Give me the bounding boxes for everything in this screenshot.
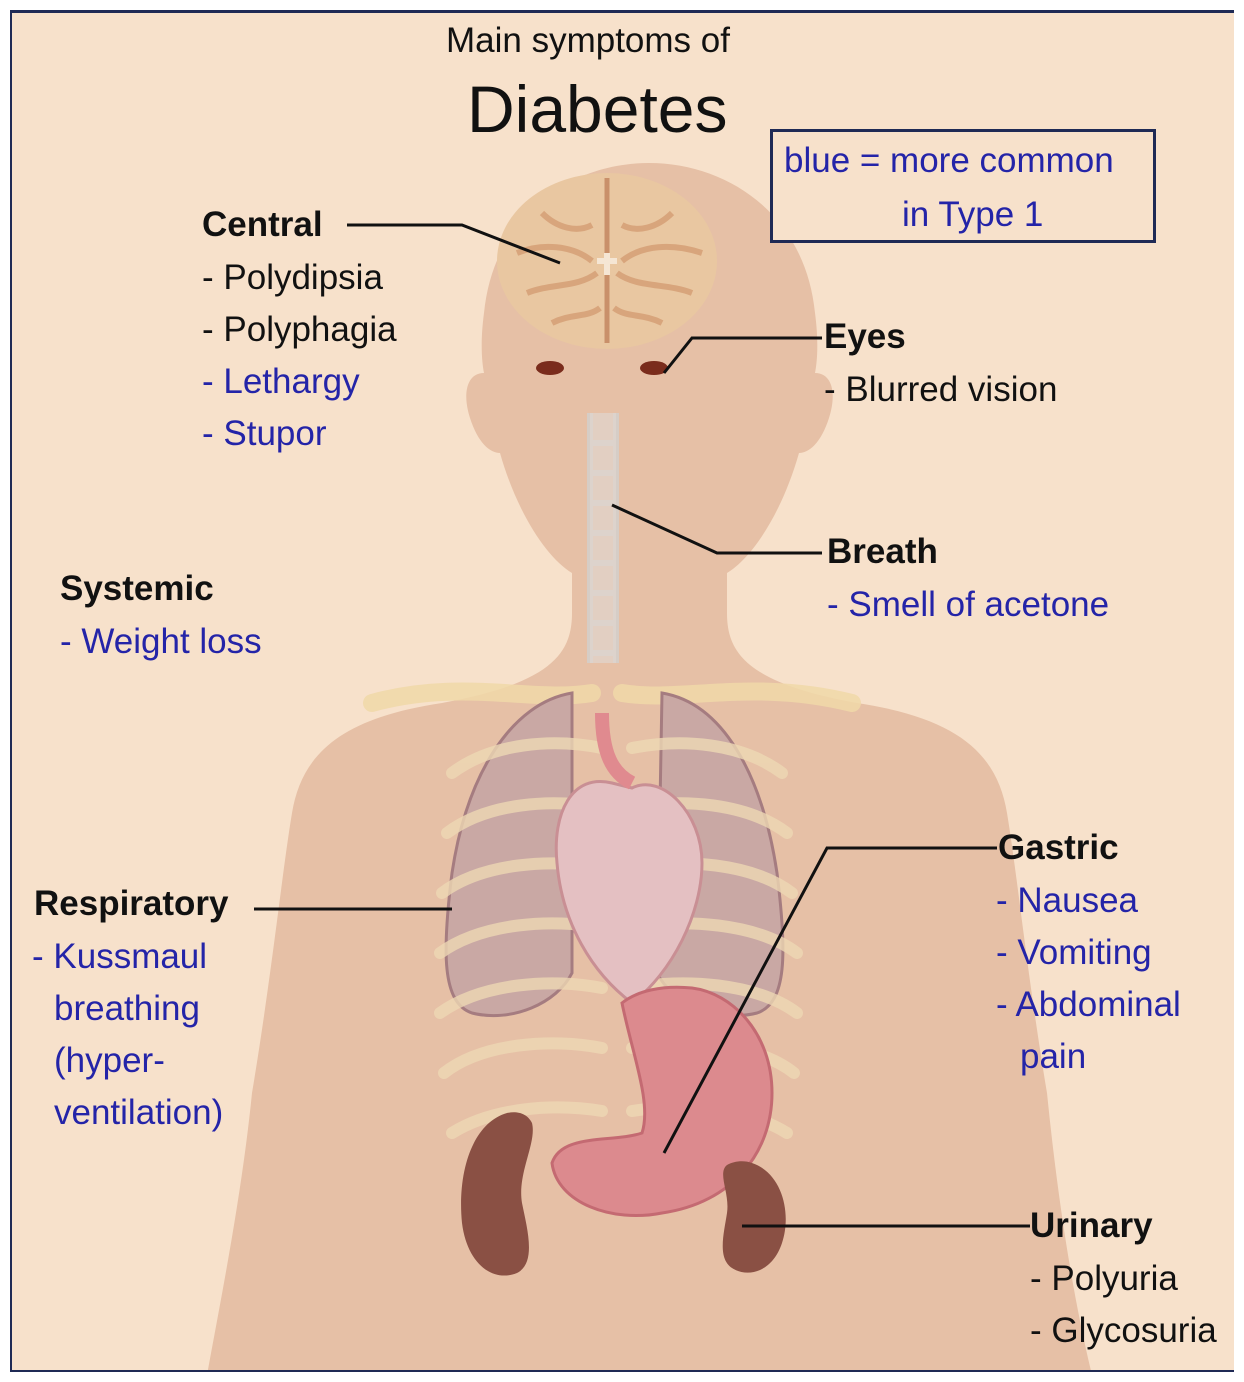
eyes-heading: Eyes xyxy=(824,317,906,357)
eyes-list: - Blurred vision xyxy=(824,364,1057,416)
urinary-symptom: - Glycosuria xyxy=(1030,1305,1217,1357)
gastric-symptom: - Nausea xyxy=(996,875,1181,927)
central-symptom: - Polyphagia xyxy=(202,304,397,356)
gastric-symptom: - Abdominal xyxy=(996,979,1181,1031)
systemic-symptom: - Weight loss xyxy=(60,616,262,668)
breath-symptom: - Smell of acetone xyxy=(827,579,1109,631)
breath-heading: Breath xyxy=(827,532,938,572)
urinary-heading: Urinary xyxy=(1030,1206,1153,1246)
central-symptom: - Stupor xyxy=(202,408,397,460)
respiratory-symptom: - Kussmaul xyxy=(32,931,223,983)
diagram-frame: Main symptoms of Diabetes blue = more co… xyxy=(10,10,1234,1372)
legend-line-1: blue = more common xyxy=(784,141,1114,181)
central-list: - Polydipsia- Polyphagia- Lethargy- Stup… xyxy=(202,252,397,460)
respiratory-list: - Kussmaulbreathing(hyper-ventilation) xyxy=(32,931,223,1139)
gastric-symptom: - Vomiting xyxy=(996,927,1181,979)
legend-line-2: in Type 1 xyxy=(902,195,1043,235)
systemic-heading: Systemic xyxy=(60,569,214,609)
respiratory-symptom: (hyper- xyxy=(32,1035,223,1087)
urinary-symptom: - Polyuria xyxy=(1030,1253,1217,1305)
gastric-symptom: pain xyxy=(996,1031,1181,1083)
right-eye xyxy=(640,361,668,375)
respiratory-symptom: breathing xyxy=(32,983,223,1035)
left-eye xyxy=(536,361,564,375)
title-subheading: Main symptoms of xyxy=(446,21,730,61)
central-symptom: - Lethargy xyxy=(202,356,397,408)
respiratory-symptom: ventilation) xyxy=(32,1087,223,1139)
gastric-list: - Nausea- Vomiting- Abdominalpain xyxy=(996,875,1181,1083)
respiratory-heading: Respiratory xyxy=(34,884,229,924)
eyes-symptom: - Blurred vision xyxy=(824,364,1057,416)
central-symptom: - Polydipsia xyxy=(202,252,397,304)
systemic-list: - Weight loss xyxy=(60,616,262,668)
page-title: Diabetes xyxy=(467,71,728,147)
central-heading: Central xyxy=(202,205,323,245)
breath-list: - Smell of acetone xyxy=(827,579,1109,631)
urinary-list: - Polyuria- Glycosuria xyxy=(1030,1253,1217,1357)
gastric-heading: Gastric xyxy=(998,828,1119,868)
brain xyxy=(497,173,717,349)
